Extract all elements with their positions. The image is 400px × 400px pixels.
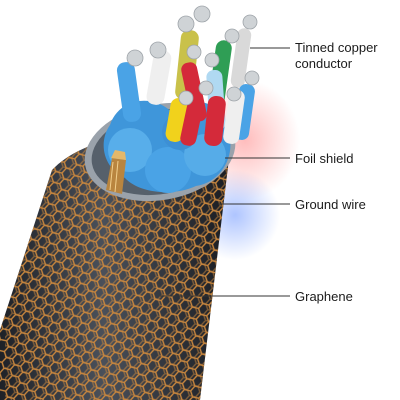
label-ground-wire: Ground wire (295, 197, 366, 212)
label-foil-shield: Foil shield (295, 151, 354, 166)
core-wires (116, 28, 255, 147)
tinned-strands (126, 5, 260, 106)
leader-lines (160, 47, 290, 297)
label-graphene: Graphene (295, 289, 353, 304)
label-tinned-copper-conductor: Tinned copper conductor (295, 40, 378, 71)
ground-wire (106, 150, 126, 194)
